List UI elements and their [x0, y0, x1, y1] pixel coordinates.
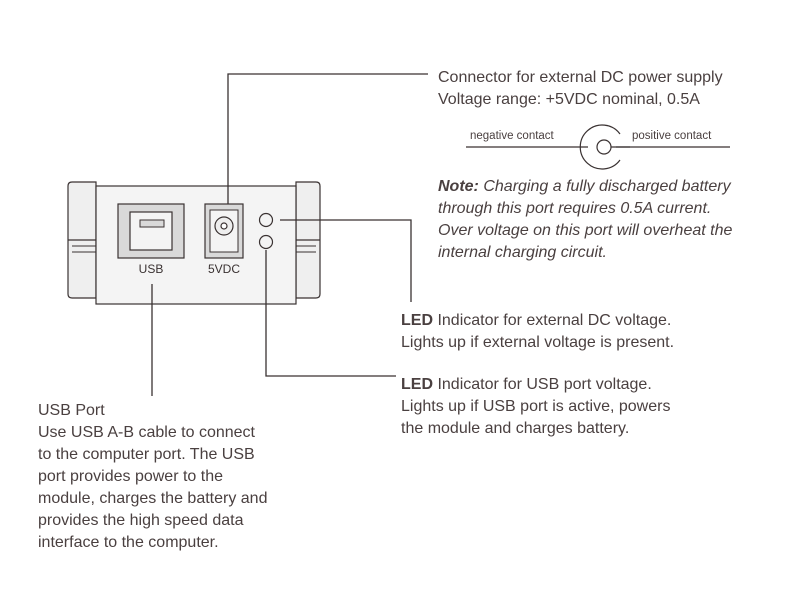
led-usb-indicator [258, 234, 274, 250]
positive-contact-label: positive contact [632, 130, 712, 142]
dc-jack: 5VDC [204, 203, 244, 276]
led-dc-bold: LED [401, 312, 433, 329]
led-usb-callout-line [265, 250, 396, 377]
led-usb-text: Indicator for USB port voltage. [433, 376, 652, 393]
usb-port-line5: provides the high speed data [38, 512, 244, 529]
callout-lines [151, 73, 428, 396]
usb-port-line4: module, charges the battery and [38, 490, 268, 507]
usb-port-label: USB [139, 262, 164, 276]
usb-port-line3: port provides power to the [38, 468, 223, 485]
led-usb-line3: the module and charges battery. [401, 420, 630, 437]
usb-port: USB [117, 203, 185, 276]
dc-connector-line1: Connector for external DC power supply [438, 69, 723, 86]
note-text-1: Charging a fully discharged battery [483, 178, 731, 195]
dc-callout-line [227, 73, 428, 204]
dc-jack-label: 5VDC [208, 262, 240, 276]
led-dc-callout-line [280, 219, 412, 302]
usb-port-line2: to the computer port. The USB [38, 446, 255, 463]
usb-port-line1: Use USB A-B cable to connect [38, 424, 255, 441]
led-dc-line1: LED Indicator for external DC voltage. [401, 310, 671, 333]
note-line2: through this port requires 0.5A current. [438, 200, 712, 217]
polarity-symbol: negative contact positive contact [466, 124, 730, 170]
dc-connector-line2: Voltage range: +5VDC nominal, 0.5A [438, 91, 700, 108]
note-line3: Over voltage on this port will overheat … [438, 222, 733, 239]
led-dc-text: Indicator for external DC voltage. [433, 312, 672, 329]
note-prefix: Note: [438, 178, 479, 195]
note-line1: Note: Charging a fully discharged batter… [438, 176, 731, 199]
negative-contact-label: negative contact [470, 130, 555, 142]
led-usb-line1: LED Indicator for USB port voltage. [401, 374, 652, 397]
led-dc-indicator [258, 212, 274, 228]
usb-port-title: USB Port [38, 402, 105, 419]
led-dc-line2: Lights up if external voltage is present… [401, 334, 675, 351]
led-usb-bold: LED [401, 376, 433, 393]
usb-port-line6: interface to the computer. [38, 534, 219, 551]
device-enclosure [67, 181, 321, 305]
note-line4: internal charging circuit. [438, 244, 607, 261]
led-usb-line2: Lights up if USB port is active, powers [401, 398, 671, 415]
